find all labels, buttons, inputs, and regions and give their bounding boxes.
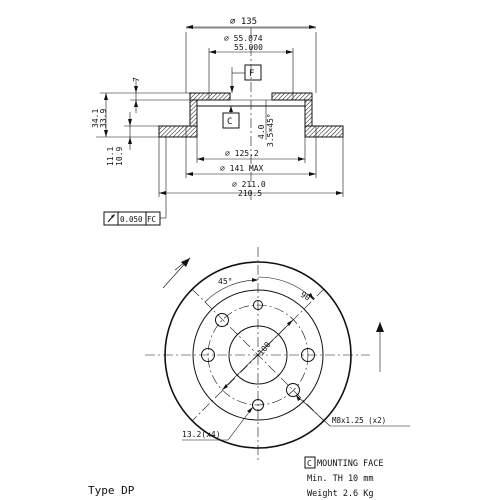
dim-overall-width: ⌀ 135 <box>230 17 257 27</box>
legend-c-box <box>304 456 316 469</box>
legend-mounting-face: MOUNTING FACE <box>317 459 384 469</box>
angle-45-label: 45° <box>218 277 232 286</box>
braking-ring-left-section <box>158 125 198 138</box>
tolerance-datum: FC <box>147 215 156 224</box>
rotation-arrow-right <box>376 322 384 372</box>
stud-hole-right <box>301 348 315 362</box>
angle-90-label: 90° <box>299 290 316 305</box>
holes-label: 13.2(x4) <box>182 430 221 439</box>
dim-height-max: 34.1 <box>91 109 100 128</box>
legend-c-symbol: C <box>307 459 312 468</box>
thread-label: M8x1.25 (x2) <box>332 416 386 425</box>
thread-hole-bottom <box>252 399 264 411</box>
cross-section-view: ⌀ 135 ⌀ 55.074 55.000 F C 7 34 <box>91 17 344 226</box>
stud-hole-bottom-right <box>286 383 300 397</box>
hat-top-right-section <box>271 92 313 101</box>
rotation-arrow-top-left <box>162 257 191 289</box>
type-label: Type DP <box>88 484 135 497</box>
dim-chamfer-b: 3.5×45° <box>266 113 275 147</box>
dim-thickness-min: 10.9 <box>115 147 124 166</box>
dim-ring-max: ⌀ 141 MAX <box>220 164 264 173</box>
runout-tolerance-frame: 0.050 FC <box>103 137 167 226</box>
legend-weight: Weight 2.6 Kg <box>307 489 374 499</box>
legend-min-th: Min. TH 10 mm <box>307 474 374 484</box>
dim-hub-bore-max: ⌀ 55.074 <box>224 34 263 43</box>
dim-chamfer-a: 4.0 <box>257 124 266 139</box>
dim-height-min: 33.9 <box>99 109 108 128</box>
stud-hole-left <box>201 348 215 362</box>
dim-hat-height: 7 <box>132 77 141 82</box>
dim-outer-min: 210.5 <box>238 189 262 198</box>
dim-thickness-max: 11.1 <box>106 147 115 166</box>
hat-top-left-section <box>189 92 231 101</box>
front-view: 100 45° 90° 13.2(x4) M8x1.25 (x2) <box>145 247 410 463</box>
datum-f-box <box>244 64 262 81</box>
dim-outer-max: ⌀ 211.0 <box>232 180 266 189</box>
dim-line-pcd <box>221 319 294 391</box>
dim-inner-dia: ⌀ 125.2 <box>225 149 259 158</box>
braking-ring-right-section <box>304 125 344 138</box>
datum-f-label: F <box>249 69 254 79</box>
dim-hub-bore-min: 55.000 <box>234 43 263 52</box>
datum-c-label: C <box>227 117 232 127</box>
hat-wall-right-section <box>304 99 313 127</box>
tolerance-value: 0.050 <box>120 215 143 224</box>
hat-wall-left-section <box>189 99 198 127</box>
stud-hole-top-left <box>215 313 229 327</box>
legend: C MOUNTING FACE Min. TH 10 mm Weight 2.6… <box>304 456 384 499</box>
thread-hole-top <box>253 300 263 310</box>
